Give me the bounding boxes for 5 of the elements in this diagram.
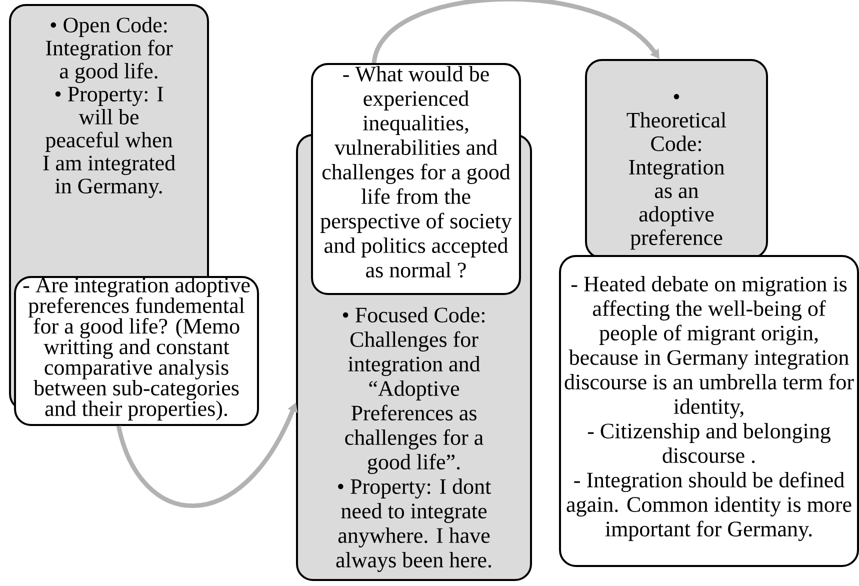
memo-box: - Heated debate on migration is affecting the well-being of people of migrant origin, because in Germany integration discourse is an umbrella term for identity, - Citizenship and belonging discourse . - Integration should be defined again. Common identity is more important for Germany.	[559, 255, 859, 567]
memo-box: - What would be experienced inequalities, vulnerabilities and challenges for a good life from the perspective of society and politics accepted as normal ?	[311, 63, 521, 295]
code-box: • Theoretical Code: Integration as an adoptive preference	[585, 59, 768, 259]
curved-arrow	[372, 0, 660, 64]
memo-box: - Are integration adoptive preferences fundemental for a good life? (Memo writting and constant comparative analysis between sub-categories and their properties).	[14, 276, 259, 426]
